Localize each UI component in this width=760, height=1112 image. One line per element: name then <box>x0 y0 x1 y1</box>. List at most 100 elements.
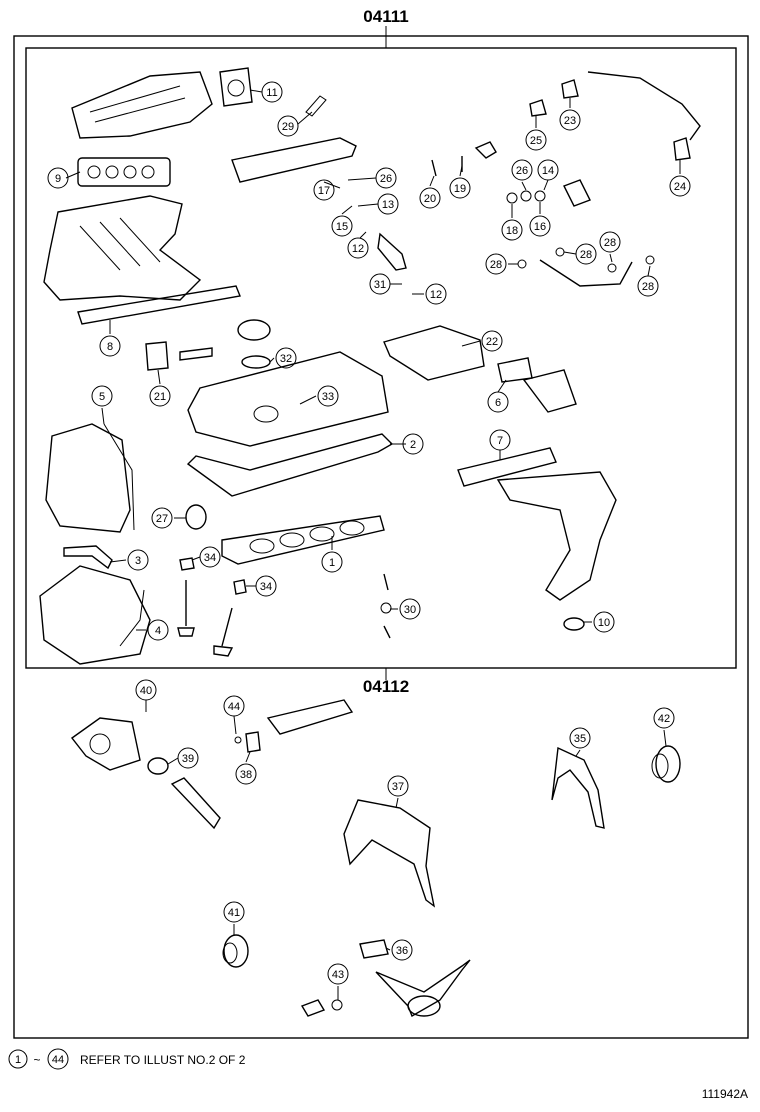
callout-39: 39 <box>177 747 199 769</box>
footnote-to: 44 <box>52 1054 64 1066</box>
callout-13: 13 <box>377 193 399 215</box>
callout-7: 7 <box>489 429 511 451</box>
svg-text:25: 25 <box>530 135 542 147</box>
svg-text:14: 14 <box>542 165 554 177</box>
callout-22: 22 <box>481 330 503 352</box>
callout-14: 14 <box>537 159 559 181</box>
callout-38: 38 <box>235 763 257 785</box>
svg-text:16: 16 <box>534 221 546 233</box>
callout-12a: 12 <box>347 237 369 259</box>
callout-43: 43 <box>327 963 349 985</box>
svg-text:18: 18 <box>506 225 518 237</box>
callout-41: 41 <box>223 901 245 923</box>
callout-30: 30 <box>399 598 421 620</box>
svg-text:20: 20 <box>424 193 436 205</box>
callout-5: 5 <box>91 385 113 407</box>
svg-text:35: 35 <box>574 733 586 745</box>
svg-text:41: 41 <box>228 907 240 919</box>
callout-21: 21 <box>149 385 171 407</box>
callout-17: 17 <box>313 179 335 201</box>
illustration-id: 111942A <box>702 1087 748 1101</box>
svg-text:30: 30 <box>404 604 416 616</box>
callout-2: 2 <box>402 433 424 455</box>
callout-9: 9 <box>47 167 69 189</box>
callout-34a: 34 <box>199 546 221 568</box>
callout-10: 10 <box>593 611 615 633</box>
callout-19: 19 <box>449 177 471 199</box>
callout-3: 3 <box>127 549 149 571</box>
leader-lines <box>65 89 681 1000</box>
inner-frame <box>25 47 737 669</box>
footnote-from: 1 <box>15 1054 21 1066</box>
callout-12b: 12 <box>425 283 447 305</box>
callout-28c: 28 <box>599 231 621 253</box>
callout-29: 29 <box>277 115 299 137</box>
svg-text:32: 32 <box>280 353 292 365</box>
callout-34b: 34 <box>255 575 277 597</box>
callout-26a: 26 <box>375 167 397 189</box>
kit-code-lower: 04112 <box>363 677 409 696</box>
svg-text:34: 34 <box>204 552 216 564</box>
svg-text:40: 40 <box>140 685 152 697</box>
svg-text:37: 37 <box>392 781 404 793</box>
callout-27: 27 <box>151 507 173 529</box>
svg-text:22: 22 <box>486 336 498 348</box>
svg-text:9: 9 <box>55 173 61 185</box>
callout-24: 24 <box>669 175 691 197</box>
callout-32: 32 <box>275 347 297 369</box>
callout-40: 40 <box>135 679 157 701</box>
svg-text:21: 21 <box>154 391 166 403</box>
callout-26b: 26 <box>511 159 533 181</box>
callout-33: 33 <box>317 385 339 407</box>
svg-text:15: 15 <box>336 221 348 233</box>
svg-text:23: 23 <box>564 115 576 127</box>
svg-text:33: 33 <box>322 391 334 403</box>
svg-text:12: 12 <box>430 289 442 301</box>
svg-text:3: 3 <box>135 555 141 567</box>
svg-text:28: 28 <box>490 259 502 271</box>
svg-text:11: 11 <box>266 87 277 99</box>
svg-text:8: 8 <box>107 341 113 353</box>
svg-text:26: 26 <box>380 173 392 185</box>
outer-frame <box>13 35 749 1039</box>
footnote-tilde: ~ <box>33 1053 40 1067</box>
svg-text:39: 39 <box>182 753 194 765</box>
svg-text:31: 31 <box>374 279 386 291</box>
callout-20: 20 <box>419 187 441 209</box>
svg-text:38: 38 <box>240 769 252 781</box>
callout-25: 25 <box>525 129 547 151</box>
callout-6: 6 <box>487 391 509 413</box>
callout-11: 11 <box>261 81 283 103</box>
svg-text:2: 2 <box>410 439 416 451</box>
callout-42: 42 <box>653 707 675 729</box>
callout-37: 37 <box>387 775 409 797</box>
callout-31: 31 <box>369 273 391 295</box>
svg-text:28: 28 <box>580 249 592 261</box>
kit-code-upper: 04111 <box>363 7 408 26</box>
callout-16: 16 <box>529 215 551 237</box>
callout-35: 35 <box>569 727 591 749</box>
footnote: 1 ~ 44 REFER TO ILLUST NO.2 OF 2 <box>8 1048 246 1070</box>
svg-text:28: 28 <box>604 237 616 249</box>
svg-text:24: 24 <box>674 181 686 193</box>
svg-text:13: 13 <box>382 199 394 211</box>
svg-text:34: 34 <box>260 581 272 593</box>
svg-text:17: 17 <box>318 185 330 197</box>
svg-text:44: 44 <box>228 701 240 713</box>
svg-text:27: 27 <box>156 513 168 525</box>
callout-23: 23 <box>559 109 581 131</box>
svg-text:29: 29 <box>282 121 294 133</box>
svg-text:4: 4 <box>155 625 161 637</box>
svg-text:19: 19 <box>454 183 466 195</box>
callout-36: 36 <box>391 939 413 961</box>
callouts: 1 2 3 4 5 6 7 8 9 10 11 12 12 13 14 15 1… <box>47 81 691 985</box>
callout-8: 8 <box>99 335 121 357</box>
callout-18: 18 <box>501 219 523 241</box>
svg-text:1: 1 <box>329 557 335 569</box>
svg-text:42: 42 <box>658 713 670 725</box>
callout-1: 1 <box>321 551 343 573</box>
svg-text:36: 36 <box>396 945 408 957</box>
svg-text:5: 5 <box>99 391 105 403</box>
svg-text:43: 43 <box>332 969 344 981</box>
